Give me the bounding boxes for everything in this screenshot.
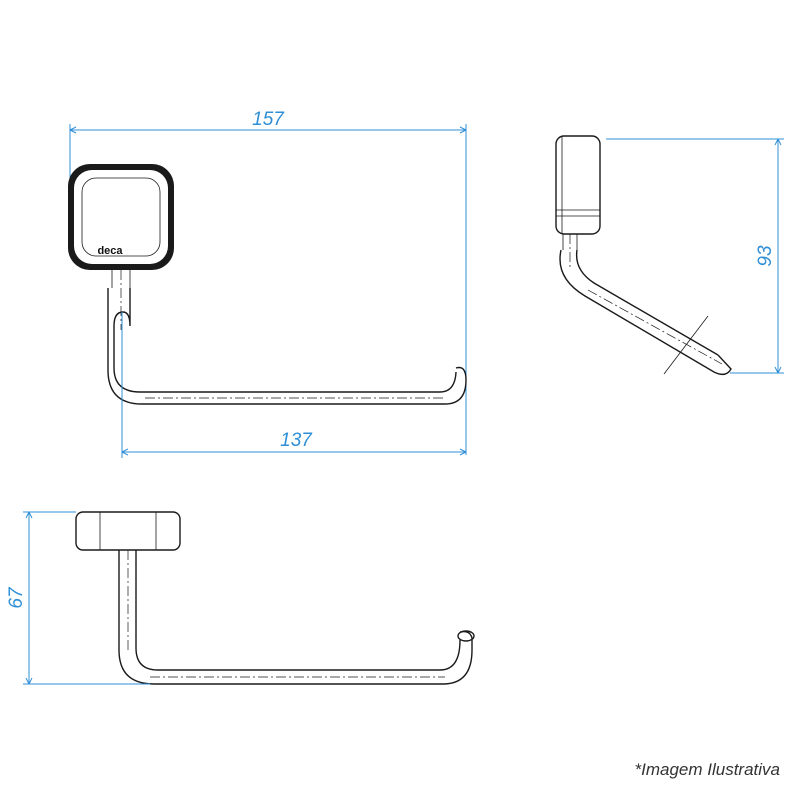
dimension-label-67: 67 — [6, 586, 27, 609]
dimension-height — [606, 138, 784, 374]
dimension-overall-width — [69, 124, 467, 455]
top-wall-plate — [75, 511, 181, 551]
dimension-label-93: 93 — [755, 245, 776, 267]
side-arm — [559, 234, 732, 376]
dimension-label-157: 157 — [252, 109, 285, 130]
dimension-label-137: 137 — [280, 430, 313, 451]
top-arm — [118, 550, 475, 685]
dimension-depth — [23, 511, 150, 685]
dimension-arm-length — [121, 312, 467, 458]
holder-arm — [107, 270, 467, 405]
top-view: 67 — [6, 511, 475, 685]
side-view: 93 — [555, 135, 784, 376]
illustrative-caption: *Imagem Ilustrativa — [634, 760, 781, 779]
wall-plate: deca — [68, 164, 174, 270]
side-wall-plate — [555, 135, 601, 235]
deca-logo: deca — [97, 245, 123, 257]
front-view: 157 deca 137 — [68, 109, 467, 458]
